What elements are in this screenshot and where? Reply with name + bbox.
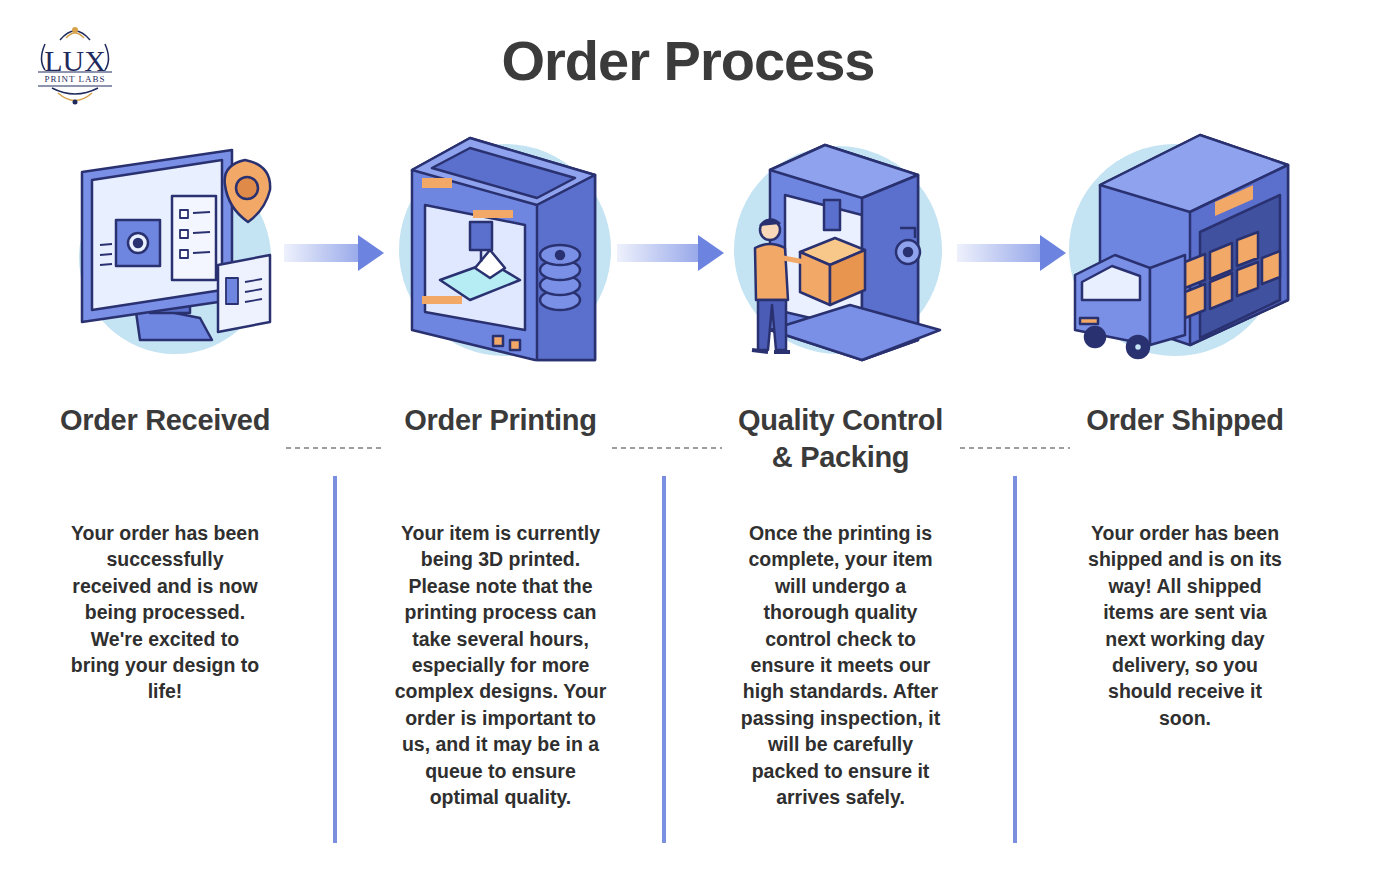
step-description: Once the printing is complete, your item… (738, 512, 943, 810)
step-description: Your order has been successfully receive… (70, 512, 260, 705)
process-step: Quality Control & PackingOnce the printi… (728, 140, 953, 817)
logo-text: LUX (30, 46, 120, 76)
arrowhead (1040, 235, 1066, 271)
step-heading: Order Shipped (1070, 402, 1300, 512)
page-title: Order Process (0, 28, 1376, 93)
flow-arrow (957, 244, 1044, 262)
process-step: Order ShippedYour order has been shipped… (1070, 140, 1300, 738)
step-description: Your order has been shipped and is on it… (1085, 512, 1285, 731)
monitor-illustration (82, 150, 270, 340)
printer-illustration (412, 138, 595, 360)
step-heading: Quality Control & Packing (728, 402, 953, 512)
logo-text: PRINT LABS (30, 74, 120, 84)
flow-arrow (284, 244, 362, 262)
flow-arrow (617, 244, 702, 262)
step-heading: Order Printing (388, 402, 613, 512)
arrowhead (358, 235, 384, 271)
shipping-illustration (1075, 135, 1288, 358)
process-step: Order ReceivedYour order has been succes… (50, 140, 280, 711)
arrowhead (698, 235, 724, 271)
step-description: Your item is currently being 3D printed.… (393, 512, 608, 810)
quality-control-illustration (752, 145, 940, 360)
dashed-separators (286, 447, 1070, 449)
step-heading: Order Received (50, 402, 280, 512)
column-dividers (335, 476, 1015, 843)
process-step: Order PrintingYour item is currently bei… (388, 140, 613, 817)
